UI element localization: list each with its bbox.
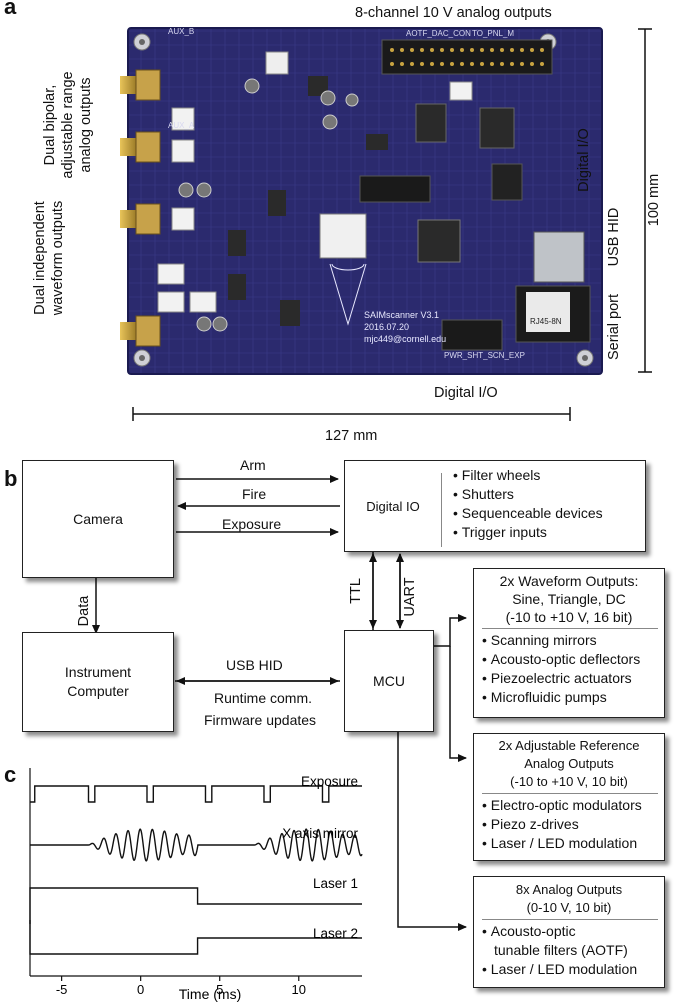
analog-list: Acousto-optic tunable filters (AOTF) Lase… xyxy=(474,922,664,979)
list-item: Scanning mirrors xyxy=(482,631,664,650)
dimension-lines xyxy=(132,28,652,421)
computer-label: Computer xyxy=(67,683,129,699)
arrow-label-fire: Fire xyxy=(242,486,267,502)
silk-name: SAIMscanner V3.1 xyxy=(364,310,439,320)
waveform-list: Scanning mirrors Acousto-optic deflector… xyxy=(474,631,664,707)
list-item: Acousto-optic tunable filters (AOTF) xyxy=(482,922,664,960)
silk-date: 2016.07.20 xyxy=(364,322,409,332)
label-bottom-digital-io: Digital I/O xyxy=(434,385,498,401)
arrow-label-usb-hid: USB HID xyxy=(226,657,283,673)
series-line xyxy=(29,887,362,924)
list-item: Electro-optic modulators xyxy=(482,796,664,815)
x-tick-label: 5 xyxy=(216,982,223,997)
waveform-title-line: (-10 to +10 V, 16 bit) xyxy=(505,609,633,625)
reference-list: Electro-optic modulators Piezo z-drives … xyxy=(474,796,664,853)
arrow-label-exposure: Exposure xyxy=(222,516,282,532)
x-tick-label: 10 xyxy=(292,982,306,997)
list-item-line: Acousto-optic xyxy=(490,923,576,939)
series-label: X axis mirror xyxy=(282,826,358,841)
list-item: Microfluidic pumps xyxy=(482,688,664,707)
digital-io-list: Filter wheels Shutters Sequenceable devi… xyxy=(453,466,603,542)
series-label: Laser 1 xyxy=(313,876,358,891)
camera-box: Camera xyxy=(22,460,174,578)
list-item-line: tunable filters (AOTF) xyxy=(494,942,628,958)
list-item: Laser / LED modulation xyxy=(482,834,664,853)
panel-c-letter: c xyxy=(4,762,17,787)
x-tick-label: -5 xyxy=(56,982,68,997)
waveform-title-line: 2x Waveform Outputs: xyxy=(499,573,639,589)
silk-aux-b: AUX_B xyxy=(168,27,194,36)
chart-series xyxy=(29,785,363,955)
series-label: Exposure xyxy=(301,774,358,789)
analog-outputs-box: 8x Analog Outputs (0-10 V, 10 bit) Acous… xyxy=(473,876,665,988)
block-diagram-arrows xyxy=(92,475,467,931)
arrow-label-runtime: Runtime comm. xyxy=(214,690,313,706)
divider xyxy=(482,919,658,920)
reference-title-line: Analog Outputs xyxy=(524,756,614,771)
analog-title: 8x Analog Outputs (0-10 V, 10 bit) xyxy=(474,877,664,917)
chart-x-label: Time (ms) xyxy=(179,986,241,1002)
series-line xyxy=(30,828,363,862)
panel-a-letter: a xyxy=(4,0,17,19)
mcu-label: MCU xyxy=(373,673,405,689)
camera-label: Camera xyxy=(73,511,123,527)
arrow-label-ttl: TTL xyxy=(348,578,364,604)
top-label: 8-channel 10 V analog outputs xyxy=(355,5,552,21)
mcu-box: MCU xyxy=(344,630,434,732)
instrument-computer-box: Instrument Computer xyxy=(22,632,174,732)
waveform-title-line: Sine, Triangle, DC xyxy=(512,591,626,607)
pcb-board: AUX_B AUX_A AOTF_DAC_CON TO_PNL_M PWR_SH… xyxy=(100,24,604,376)
digital-io-divider xyxy=(441,473,442,547)
list-item: Laser / LED modulation xyxy=(482,960,664,979)
list-item: Piezo z-drives xyxy=(482,815,664,834)
x-tick-label: 0 xyxy=(137,982,144,997)
digital-io-box: Digital IO Filter wheels Shutters Sequen… xyxy=(344,460,646,552)
list-item: Acousto-optic deflectors xyxy=(482,650,664,669)
waveform-title: 2x Waveform Outputs: Sine, Triangle, DC … xyxy=(474,569,664,626)
series-line xyxy=(29,920,362,955)
label-127mm: 127 mm xyxy=(325,428,378,444)
list-item: Trigger inputs xyxy=(453,523,603,542)
arrow-label-firmware: Firmware updates xyxy=(204,712,317,728)
reference-title: 2x Adjustable Reference Analog Outputs (… xyxy=(474,734,664,791)
silk-dac: AOTF_DAC_CON xyxy=(406,29,471,38)
list-item: Filter wheels xyxy=(453,466,603,485)
analog-title-line: 8x Analog Outputs xyxy=(515,882,623,897)
divider xyxy=(482,628,658,629)
digital-io-title: Digital IO xyxy=(366,498,420,514)
list-item: Shutters xyxy=(453,485,603,504)
list-item: Piezoelectric actuators xyxy=(482,669,664,688)
instrument-label: Instrument xyxy=(64,664,132,680)
arrow-label-arm: Arm xyxy=(240,457,266,473)
reference-title-line: (-10 to +10 V, 10 bit) xyxy=(510,774,628,789)
arrow-label-uart: UART xyxy=(402,577,418,617)
divider xyxy=(482,793,658,794)
arrow-label-data: Data xyxy=(76,595,92,627)
silk-email: mjc449@cornell.edu xyxy=(364,334,446,344)
analog-title-line: (0-10 V, 10 bit) xyxy=(526,900,612,915)
silk-aux-a: AUX_A xyxy=(168,121,195,130)
reference-title-line: 2x Adjustable Reference xyxy=(498,738,640,753)
silk-pnl: TO_PNL_M xyxy=(472,29,514,38)
list-item: Sequenceable devices xyxy=(453,504,603,523)
silk-pwr: PWR_SHT_SCN_EXP xyxy=(444,351,525,360)
silk-rj: RJ45-8N xyxy=(530,317,562,326)
waveform-outputs-box: 2x Waveform Outputs: Sine, Triangle, DC … xyxy=(473,568,665,718)
reference-outputs-box: 2x Adjustable Reference Analog Outputs (… xyxy=(473,733,665,861)
panel-b-letter: b xyxy=(4,466,18,491)
series-line xyxy=(30,785,362,803)
pcb-illustration: AUX_B AUX_A AOTF_DAC_CON TO_PNL_M PWR_SH… xyxy=(100,27,603,375)
series-label: Laser 2 xyxy=(313,926,358,941)
